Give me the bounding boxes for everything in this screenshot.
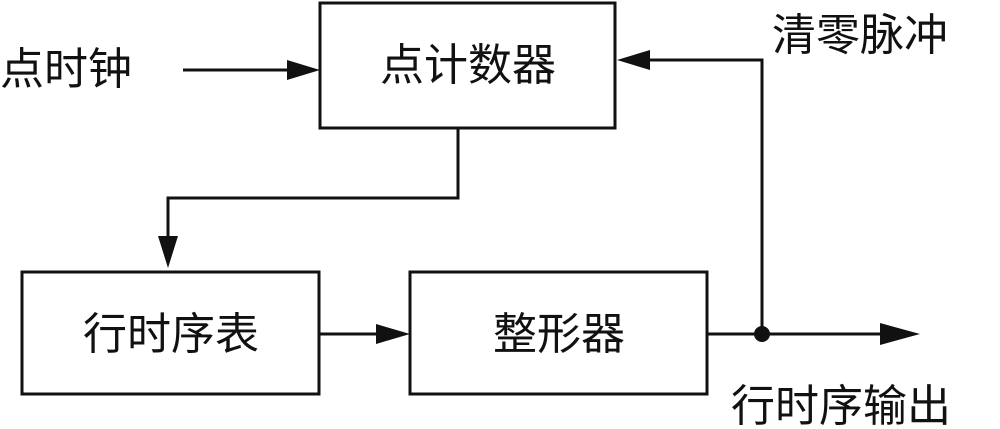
dot-counter-box <box>318 1 617 130</box>
clear-feedback-line <box>650 58 764 334</box>
clock-input-arrowhead <box>287 60 320 80</box>
dot-counter-label: 点计数器 <box>380 40 556 91</box>
counter-to-table-arrowhead <box>158 236 178 268</box>
shaper-label: 整形器 <box>493 309 625 360</box>
clock-label: 点时钟 <box>0 44 132 95</box>
row-timing-output-label: 行时序输出 <box>731 381 951 429</box>
counter-to-table-line <box>166 128 460 240</box>
row-timing-table-label: 行时序表 <box>83 309 259 360</box>
row-timing-table-box <box>20 270 321 396</box>
output-arrowhead <box>880 323 920 345</box>
shaper-box <box>408 270 709 396</box>
clear-feedback-arrowhead <box>617 50 650 70</box>
table-to-shaper-arrowhead <box>376 324 410 344</box>
clear-pulse-label: 清零脉冲 <box>772 10 948 61</box>
